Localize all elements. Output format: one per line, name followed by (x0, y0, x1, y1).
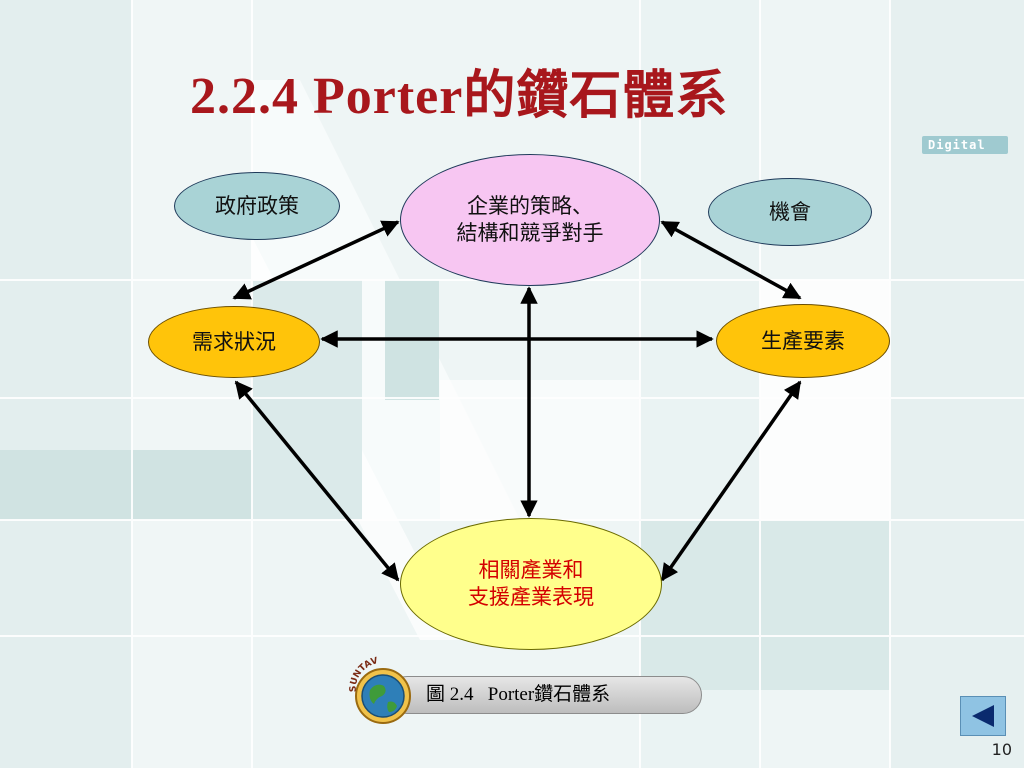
back-triangle-icon (972, 705, 994, 727)
page-number: 10 (991, 740, 1012, 759)
node-demand-conditions: 需求狀況 (148, 306, 320, 378)
node-label: 企業的策略、 結構和競爭對手 (456, 194, 604, 245)
edge-factor-related (660, 380, 802, 582)
digital-tag: Digital (922, 136, 1008, 154)
edge-demand-firm (232, 220, 400, 300)
node-label: 生產要素 (761, 328, 845, 353)
node-label: 政府政策 (215, 193, 299, 218)
slide-title: 2.2.4 Porter的鑽石體系 (190, 68, 729, 125)
node-firm-strategy: 企業的策略、 結構和競爭對手 (400, 154, 660, 286)
node-government-policy: 政府政策 (174, 172, 340, 240)
node-label: 機會 (769, 199, 811, 224)
node-chance: 機會 (708, 178, 872, 246)
node-label: 相關產業和 支援產業表現 (468, 558, 594, 609)
node-label: 需求狀況 (192, 329, 276, 354)
figure-caption: 圖 2.4 Porter鑽石體系 (426, 684, 611, 705)
edge-demand-related (234, 380, 400, 582)
caption-bar (388, 676, 702, 714)
node-factor-conditions: 生產要素 (716, 304, 890, 378)
back-button[interactable] (960, 696, 1006, 736)
edge-firm-factor (660, 220, 802, 300)
globe-icon: SUNTAV (349, 656, 411, 724)
node-related-industries: 相關產業和 支援產業表現 (400, 518, 662, 650)
